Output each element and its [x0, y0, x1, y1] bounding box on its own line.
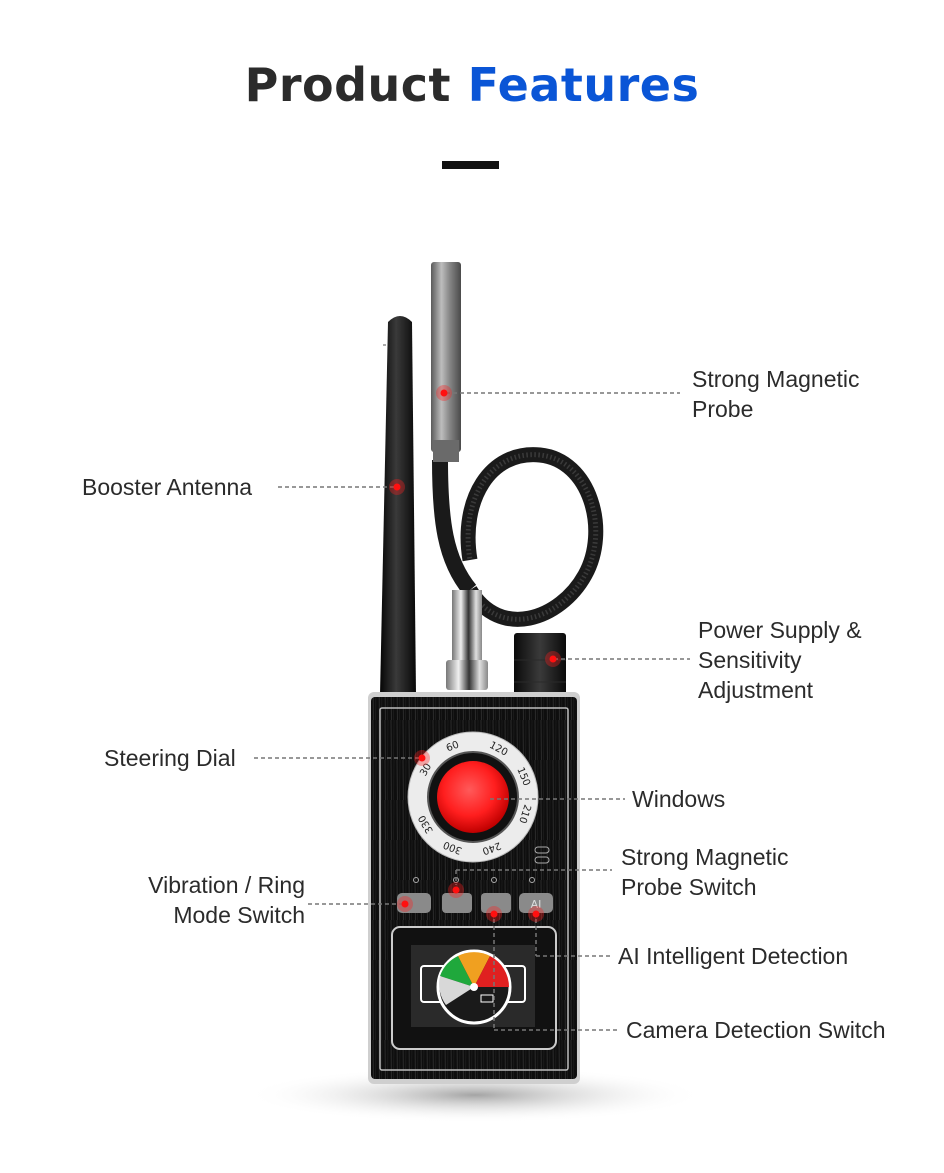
- label-windows: Windows: [632, 784, 725, 814]
- label-line: Windows: [632, 786, 726, 812]
- display-screen: [391, 926, 557, 1050]
- gauge-red: [474, 956, 509, 987]
- ai-button-text: AI: [531, 898, 542, 911]
- label-line: Mode Switch: [173, 902, 305, 928]
- power-knob-part: [514, 633, 566, 695]
- label-camera-detection-switch: Camera Detection Switch: [626, 1015, 886, 1045]
- gauge-green: [440, 956, 474, 987]
- connector-part: [446, 590, 488, 690]
- title-underline: [442, 161, 499, 169]
- led-indicators: [413, 877, 535, 883]
- label-strong-magnetic-probe-switch: Strong Magnetic Probe Switch: [621, 842, 788, 902]
- label-line: Camera Detection Switch: [626, 1017, 886, 1043]
- label-vibration-ring-mode-switch: Vibration / Ring Mode Switch: [104, 870, 305, 930]
- title-part-1: Product: [244, 58, 452, 112]
- label-line: Sensitivity: [698, 647, 802, 673]
- ai-button: [519, 893, 553, 913]
- label-steering-dial: Steering Dial: [104, 743, 236, 773]
- label-booster-antenna: Booster Antenna: [82, 472, 252, 502]
- label-line: Vibration / Ring: [148, 872, 305, 898]
- gauge-orange: [458, 952, 490, 987]
- title-part-2: Features: [467, 58, 700, 112]
- label-power-supply: Power Supply & Sensitivity Adjustment: [698, 615, 862, 705]
- label-line: Strong Magnetic: [692, 366, 860, 392]
- label-strong-magnetic-probe: Strong Magnetic Probe: [692, 364, 859, 424]
- label-line: Booster Antenna: [82, 474, 253, 500]
- leader-lines: [254, 392, 690, 1031]
- label-line: AI Intelligent Detection: [618, 943, 849, 969]
- label-ai-intelligent-detection: AI Intelligent Detection: [618, 941, 848, 971]
- dial-number: 60: [445, 739, 461, 754]
- magnetic-probe-part: [431, 262, 604, 627]
- speaker-grille: [534, 846, 550, 864]
- gauge-grey: [439, 976, 474, 1005]
- page-title: Product Features: [0, 58, 944, 112]
- label-line: Strong Magnetic: [621, 844, 789, 870]
- label-line: Probe Switch: [621, 874, 757, 900]
- label-line: Power Supply &: [698, 617, 862, 643]
- magnetic-button: [442, 893, 472, 913]
- vibration-button: [397, 893, 431, 913]
- label-line: Adjustment: [698, 677, 814, 703]
- booster-antenna-part: [380, 316, 416, 695]
- device-shadow: [245, 1067, 705, 1123]
- camera-button: [481, 893, 511, 913]
- control-buttons: AI: [397, 893, 553, 913]
- label-line: Steering Dial: [104, 745, 236, 771]
- label-line: Probe: [692, 396, 754, 422]
- red-indicator-dots: [389, 385, 561, 922]
